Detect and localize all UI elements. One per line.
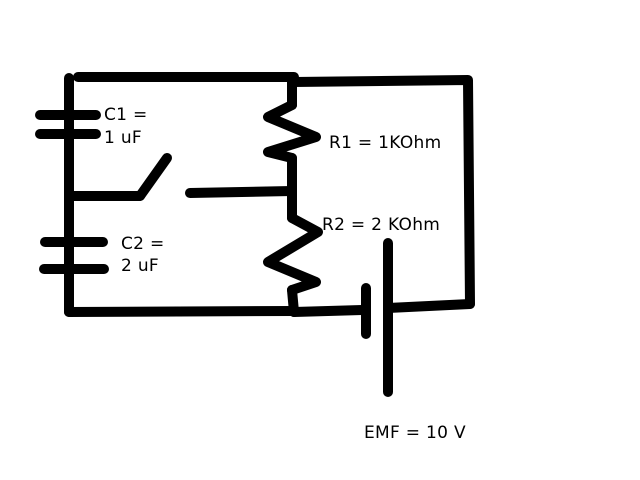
resistor-r2-zigzag — [263, 213, 323, 295]
capacitor-c2-value: 2 uF — [121, 256, 159, 276]
switch-lever — [135, 153, 172, 201]
wire-battery-return — [383, 299, 475, 313]
capacitor-c2-label: C2 = — [121, 234, 165, 254]
resistor-r2-label: R2 = 2 KOhm — [322, 215, 441, 235]
wire-bottom-left — [64, 306, 299, 317]
battery-emf-label: EMF = 10 V — [364, 423, 466, 443]
wire-switch-right — [185, 186, 297, 198]
capacitor-c1-label: C1 = — [104, 105, 148, 125]
wire-bottom-right — [289, 305, 367, 317]
resistor-r1-label: R1 = 1KOhm — [329, 133, 442, 153]
wire-top-right — [289, 75, 475, 309]
capacitor-c1-value: 1 uF — [104, 128, 142, 148]
resistor-r1-zigzag — [263, 100, 321, 163]
